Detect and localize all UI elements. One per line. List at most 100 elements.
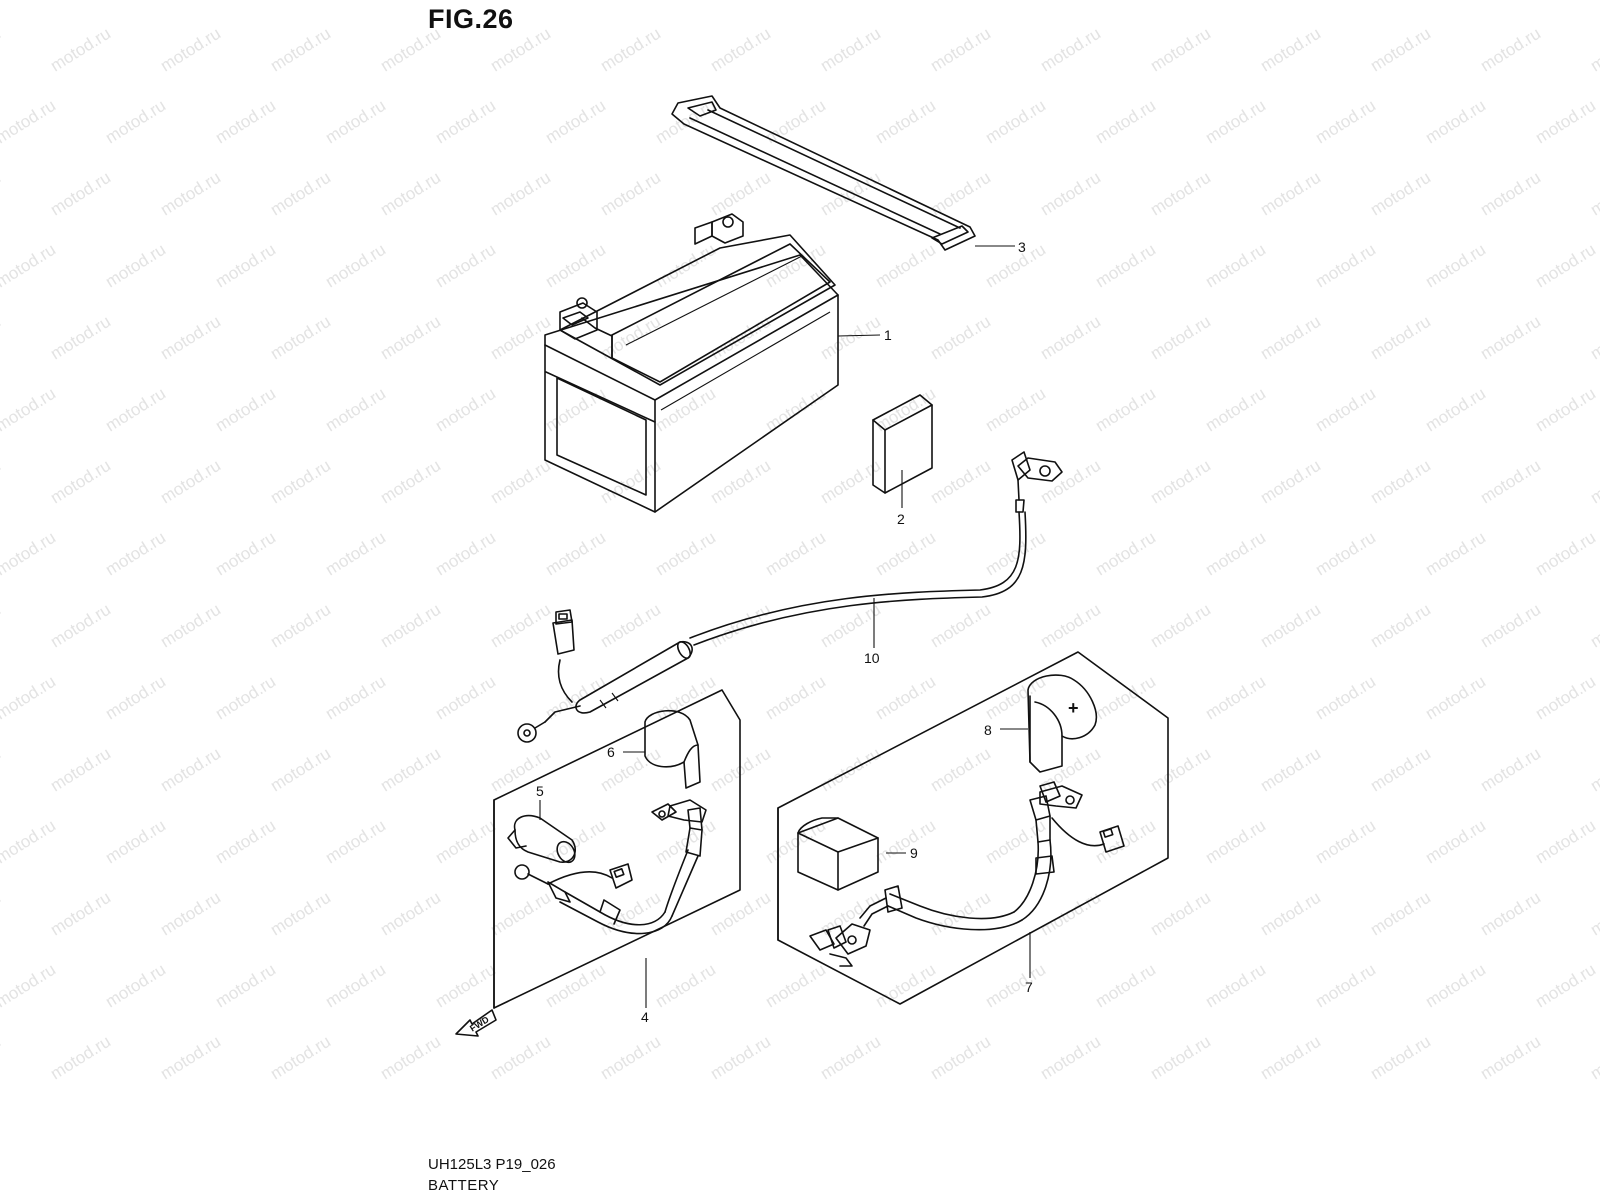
watermark-text: motod.ru [927, 456, 994, 508]
watermark-text: motod.ru [0, 384, 59, 436]
watermark-text: motod.ru [1477, 1032, 1544, 1084]
callout-3: 3 [1018, 239, 1026, 255]
positive-cable [809, 781, 1125, 967]
watermark-text: motod.ru [1477, 744, 1544, 796]
watermark-text: motod.ru [1147, 888, 1214, 940]
watermark-text: motod.ru [982, 240, 1049, 292]
watermark-text: motod.ru [1257, 888, 1324, 940]
battery-label-sheet [872, 394, 933, 494]
watermark-text: motod.ru [377, 600, 444, 652]
watermark-text: motod.ru [1477, 24, 1544, 76]
watermark-text: motod.ru [212, 672, 279, 724]
watermark-text: motod.ru [1587, 600, 1600, 652]
watermark-text: motod.ru [157, 888, 224, 940]
watermark-text: motod.ru [762, 240, 829, 292]
watermark-text: motod.ru [1587, 456, 1600, 508]
watermark-text: motod.ru [1037, 24, 1104, 76]
positive-cover-block [797, 817, 879, 891]
watermark-text: motod.ru [1092, 384, 1159, 436]
watermark-text: motod.ru [1422, 0, 1489, 3]
watermark-text: motod.ru [1202, 384, 1269, 436]
watermark-text: motod.ru [102, 960, 169, 1012]
watermark-text: motod.ru [0, 888, 4, 940]
watermark-text: motod.ru [47, 1032, 114, 1084]
watermark-text: motod.ru [377, 312, 444, 364]
watermark-text: motod.ru [817, 312, 884, 364]
watermark-text: motod.ru [872, 672, 939, 724]
watermark-text: motod.ru [0, 960, 59, 1012]
negative-cable [514, 799, 707, 935]
watermark-text: motod.ru [322, 96, 389, 148]
watermark-text: motod.ru [102, 240, 169, 292]
watermark-text: motod.ru [487, 1032, 554, 1084]
watermark-text: motod.ru [0, 528, 59, 580]
watermark-text: motod.ru [1312, 240, 1379, 292]
watermark-text: motod.ru [47, 312, 114, 364]
watermark-text: motod.ru [1202, 96, 1269, 148]
watermark-text: motod.ru [432, 96, 499, 148]
watermark-text: motod.ru [0, 1032, 4, 1084]
watermark-text: motod.ru [982, 96, 1049, 148]
watermark-text: motod.ru [1147, 600, 1214, 652]
watermark-text: motod.ru [817, 24, 884, 76]
watermark-text: motod.ru [542, 384, 609, 436]
watermark-text: motod.ru [267, 24, 334, 76]
leader-lines [539, 245, 1031, 1008]
watermark-text: motod.ru [1257, 168, 1324, 220]
watermark-text: motod.ru [432, 240, 499, 292]
watermark-text: motod.ru [1037, 888, 1104, 940]
watermark-text: motod.ru [927, 744, 994, 796]
watermark-text: motod.ru [707, 456, 774, 508]
watermark-text: motod.ru [1367, 24, 1434, 76]
watermark-text: motod.ru [47, 744, 114, 796]
watermark-text: motod.ru [1092, 528, 1159, 580]
callout-8: 8 [984, 722, 992, 738]
watermark-text: motod.ru [1367, 168, 1434, 220]
watermark-text: motod.ru [872, 240, 939, 292]
watermark-text: motod.ru [542, 960, 609, 1012]
watermark-text: motod.ru [322, 528, 389, 580]
watermark-text: motod.ru [1037, 312, 1104, 364]
watermark-text: motod.ru [1422, 960, 1489, 1012]
callout-6: 6 [607, 744, 615, 760]
watermark-text: motod.ru [1037, 168, 1104, 220]
watermark-text: motod.ru [432, 0, 499, 3]
watermark-text: motod.ru [1587, 168, 1600, 220]
watermark-text: motod.ru [707, 888, 774, 940]
watermark-text: motod.ru [322, 672, 389, 724]
watermark-text: motod.ru [0, 456, 4, 508]
watermark-text: motod.ru [1367, 1032, 1434, 1084]
watermark-text: motod.ru [0, 0, 59, 3]
callout-1: 1 [884, 327, 892, 343]
watermark-text: motod.ru [1312, 528, 1379, 580]
watermark-text: motod.ru [762, 672, 829, 724]
watermark-text: motod.ru [1037, 1032, 1104, 1084]
watermark-text: motod.ru [1202, 240, 1269, 292]
watermark-text: motod.ru [1147, 456, 1214, 508]
callout-7: 7 [1025, 979, 1033, 995]
watermark-text: motod.ru [762, 384, 829, 436]
watermark-text: motod.ru [1532, 528, 1599, 580]
watermark-text: motod.ru [432, 816, 499, 868]
watermark-text: motod.ru [927, 600, 994, 652]
watermark-text: motod.ru [322, 240, 389, 292]
watermark-text: motod.ru [872, 0, 939, 3]
watermark-text: motod.ru [1532, 0, 1599, 3]
watermark-text: motod.ru [212, 960, 279, 1012]
callout-numbers: 3 1 2 10 6 8 5 9 4 7 [536, 239, 1033, 1025]
watermark-text: motod.ru [817, 168, 884, 220]
watermark-text: motod.ru [1587, 312, 1600, 364]
watermark-text: motod.ru [102, 528, 169, 580]
figure-title: FIG.26 [428, 4, 514, 34]
watermark-text: motod.ru [157, 168, 224, 220]
watermark-text: motod.ru [542, 528, 609, 580]
watermark-text: motod.ru [432, 384, 499, 436]
watermark-layer: motod.ru motod.ru motod.ru motod.ru motod.ru… [0, 0, 1600, 1083]
watermark-text: motod.ru [652, 816, 719, 868]
watermark-text: motod.ru [1147, 1032, 1214, 1084]
watermark-text: motod.ru [1587, 1032, 1600, 1084]
watermark-text: motod.ru [322, 0, 389, 3]
watermark-text: motod.ru [1477, 456, 1544, 508]
watermark-text: motod.ru [322, 384, 389, 436]
